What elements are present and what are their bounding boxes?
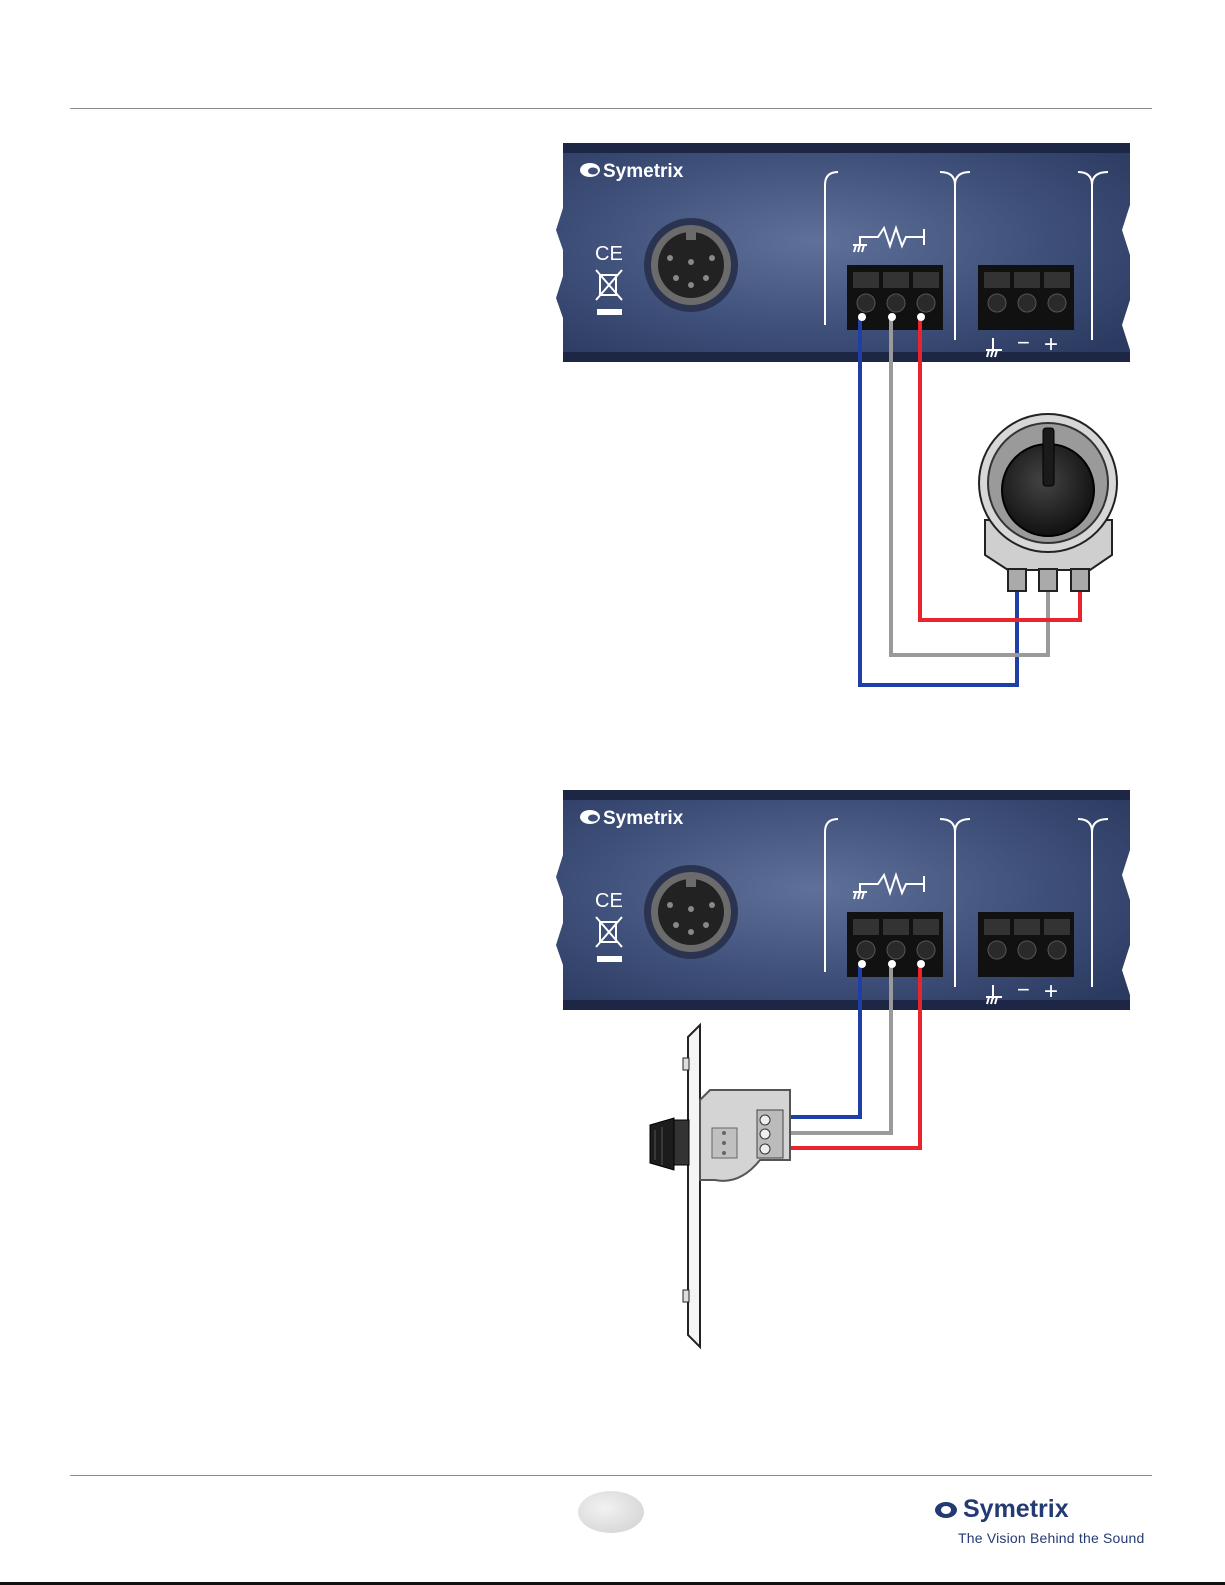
ce-mark: CE (595, 890, 623, 912)
figure-2-wall-panel: Symetrix CE (556, 790, 1130, 1347)
symetrix-swirl-icon (935, 1502, 957, 1518)
page-number-badge (578, 1491, 644, 1533)
minus-label: − (1017, 330, 1030, 355)
footer-logo: Symetrix (935, 1495, 1069, 1524)
weee-bar (597, 309, 622, 315)
din-connector-icon (644, 865, 738, 959)
wall-panel-remote-icon (650, 1025, 790, 1347)
figure-1-potentiometer: Symetrix CE (556, 143, 1130, 685)
output-terminal-block (978, 265, 1074, 330)
potentiometer-icon (979, 414, 1117, 591)
panel-top-edge (563, 790, 1130, 800)
panel-brand: Symetrix (603, 808, 684, 829)
footer-brand-name: Symetrix (963, 1495, 1069, 1524)
footer-rule (70, 1475, 1152, 1476)
panel-brand: Symetrix (603, 161, 684, 182)
output-terminal-block (978, 912, 1074, 977)
din-connector-icon (644, 218, 738, 312)
plus-label: + (1044, 978, 1058, 1005)
plus-label: + (1044, 331, 1058, 358)
minus-label: − (1017, 977, 1030, 1002)
ce-mark: CE (595, 243, 623, 265)
panel-top-edge (563, 143, 1130, 153)
weee-bar (597, 956, 622, 962)
footer-tagline: The Vision Behind the Sound (958, 1530, 1145, 1546)
